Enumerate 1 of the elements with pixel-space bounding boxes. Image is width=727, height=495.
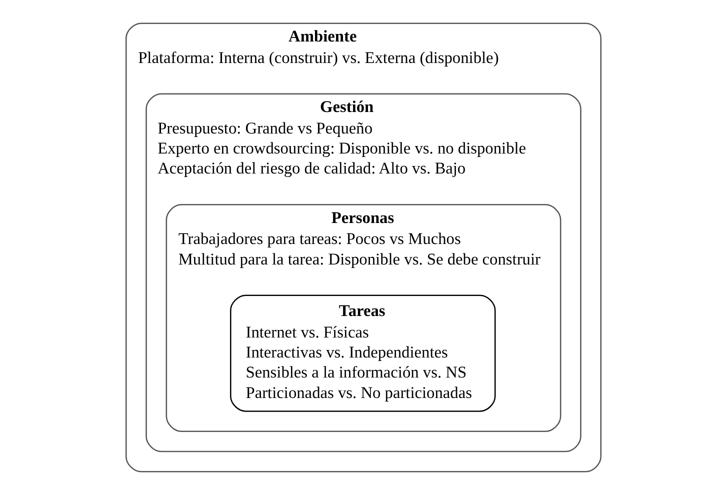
node-box: Tareas Internet vs. Físicas Interactivas vs. Independientes Sensibles a la información vs. NS Particionadas vs. No particionadas bbox=[230, 294, 496, 412]
